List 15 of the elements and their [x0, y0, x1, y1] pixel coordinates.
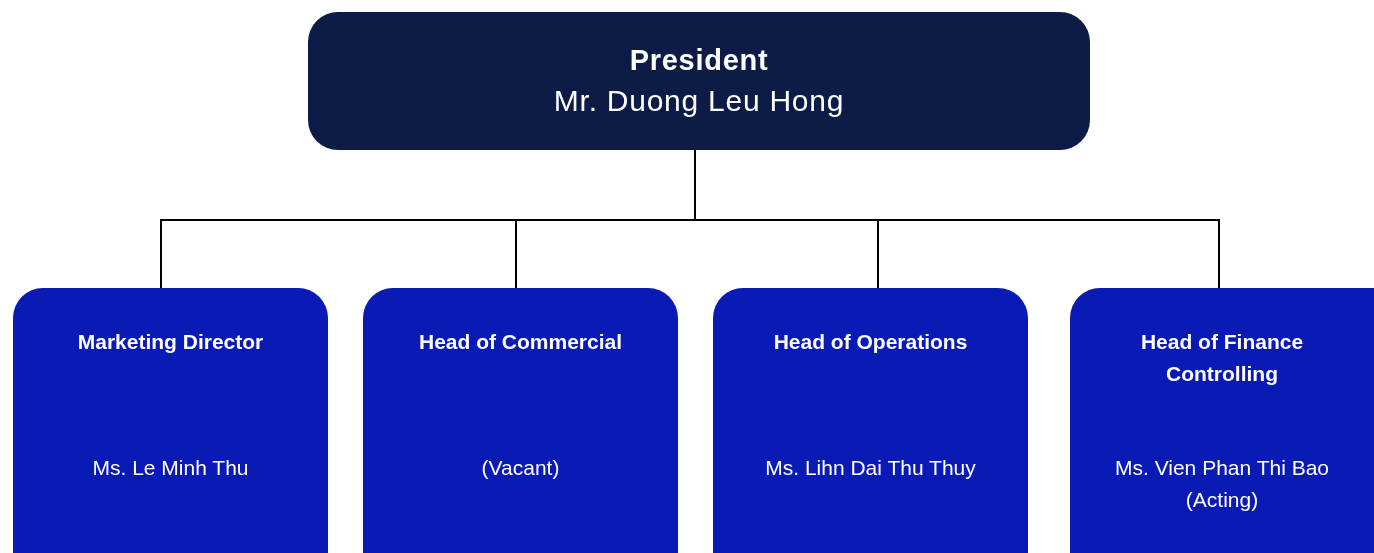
role-box — [1070, 288, 1374, 553]
president-box — [308, 12, 1090, 150]
role-box — [13, 288, 328, 553]
role-title: Marketing Director — [77, 329, 264, 355]
role-title: Head of Finance Controlling — [1139, 329, 1305, 387]
role-box — [363, 288, 678, 553]
role-title: Head of Commercial — [418, 329, 623, 355]
person-name: Ms. Lihn Dai Thu Thuy — [764, 455, 977, 481]
role-box — [713, 288, 1028, 553]
person-name: Mr. Duong Leu Hong — [553, 83, 845, 119]
person-name: (Vacant) — [480, 455, 561, 481]
role-title: Head of Operations — [773, 329, 968, 355]
person-name: Ms. Vien Phan Thi Bao (Acting) — [1114, 455, 1330, 513]
person-name: Ms. Le Minh Thu — [91, 455, 250, 481]
title-text: President — [629, 43, 769, 78]
